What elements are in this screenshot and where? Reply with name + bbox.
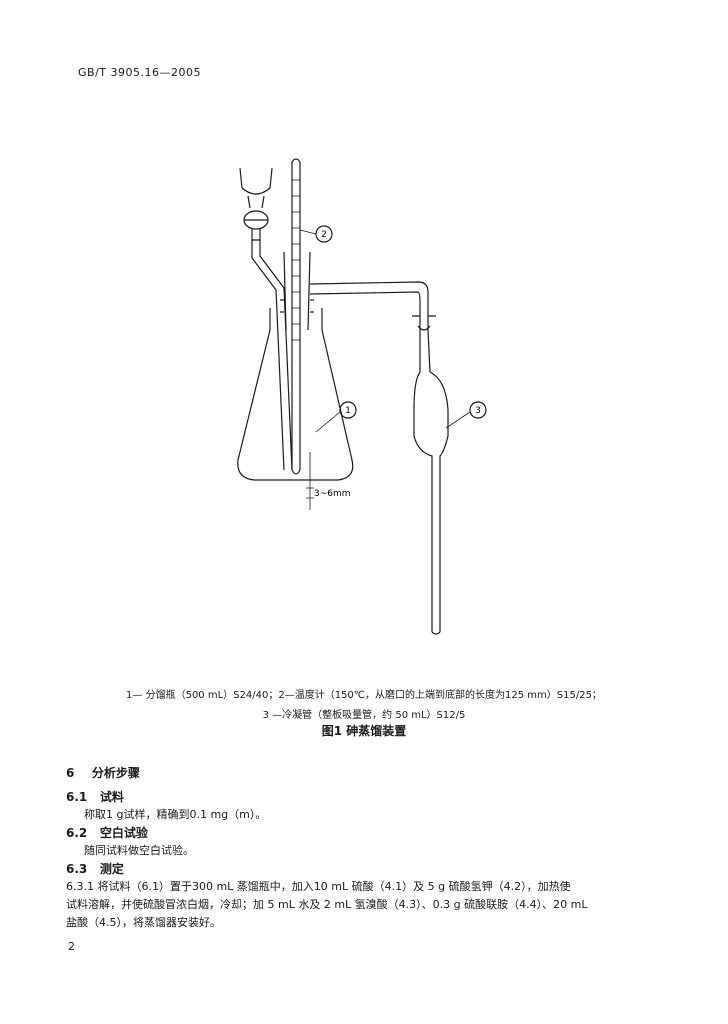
apparatus-drawing: 2 1 3 3~6mm xyxy=(237,158,487,635)
section-6-2-text: 随同试料做空白试验。 xyxy=(84,844,194,857)
condenser xyxy=(413,329,449,632)
section-6-1-text: 称取1 g试样，精确到0.1 mg（m）。 xyxy=(84,808,267,821)
distillation-apparatus-figure: 2 1 3 3~6mm xyxy=(237,158,487,635)
callout-2: 2 xyxy=(321,230,327,240)
standard-code-header: GB/T 3905.16—2005 xyxy=(78,66,201,79)
distillation-flask xyxy=(237,329,354,481)
funnel-body xyxy=(239,167,273,195)
section-number: 6 xyxy=(66,766,75,780)
section-title: 空白试验 xyxy=(99,826,148,840)
figure-legend-line2: 3 —冷凝管（整板吸量管，约 50 mL）S12/5 xyxy=(262,710,466,721)
section-6-2-heading: 6.2 空白试验 xyxy=(66,824,148,841)
section-number: 6.3 xyxy=(66,862,88,876)
section-6-3-heading: 6.3 测定 xyxy=(66,860,124,877)
section-6-3-1-line1: 6.3.1 将试料（6.1）置于300 mL 蒸馏瓶中，加入10 mL 硫酸（4… xyxy=(66,880,571,893)
section-6-3-1-line2: 试料溶解，并使硫酸冒浓白烟，冷却；加 5 mL 水及 2 mL 氢溴酸（4.3）… xyxy=(66,898,588,911)
dimension-label: 3~6mm xyxy=(314,489,351,499)
section-title: 试料 xyxy=(99,790,124,804)
section-6-3-1-line3: 盐酸（4.5），将蒸馏器安装好。 xyxy=(66,916,221,929)
callout-1: 1 xyxy=(345,406,351,416)
figure-legend-line1: 1— 分馏瓶（500 mL）S24/40；2—温度计（150℃，从磨口的上端到底… xyxy=(126,690,602,701)
figure-title: 图1 砷蒸馏装置 xyxy=(321,724,407,738)
callout-3: 3 xyxy=(475,406,481,416)
section-number: 6.2 xyxy=(66,826,88,840)
section-number: 6.1 xyxy=(66,790,88,804)
thermometer xyxy=(291,162,301,470)
section-6-heading: 6 分析步骤 xyxy=(66,764,140,781)
section-title: 测定 xyxy=(99,862,124,876)
section-title: 分析步骤 xyxy=(91,766,140,780)
page-number: 2 xyxy=(68,940,75,953)
section-6-1-heading: 6.1 试料 xyxy=(66,788,124,805)
